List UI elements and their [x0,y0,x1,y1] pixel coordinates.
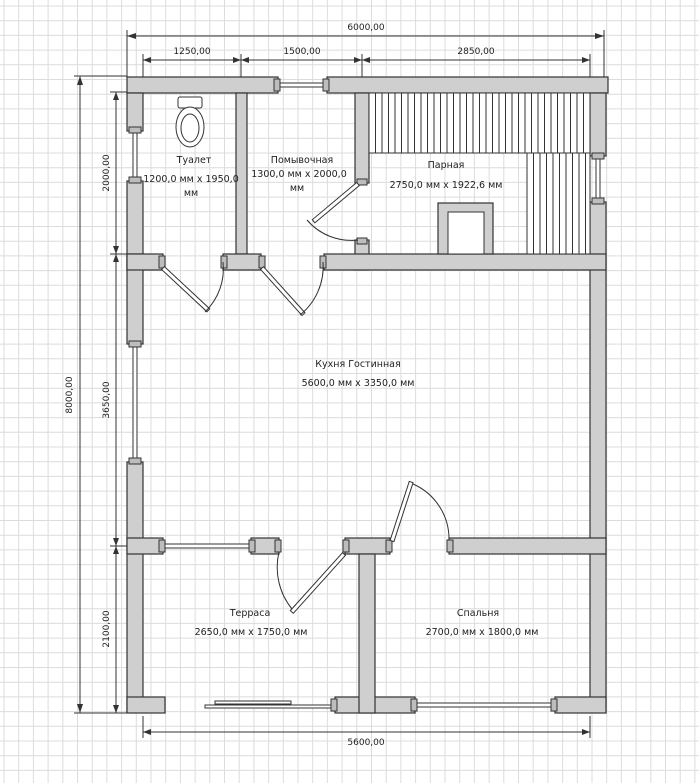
dim-left-total: 8000,00 [65,376,75,413]
washroom-size-unit: мм [290,183,304,194]
dim-bottom-total: 5600,00 [347,738,384,748]
washroom-door [259,261,324,317]
bedroom-name: Спальня [457,608,499,619]
toilet-size-unit: мм [184,188,198,199]
bedroom-door [389,480,450,543]
terrace-door [276,551,347,615]
steam-room-name: Парная [428,160,465,171]
steam-room-size: 2750,0 мм х 1922,6 мм [390,180,503,191]
dim-left-seg2: 3650,00 [102,381,112,418]
dim-left-seg3: 2100,00 [102,610,112,647]
bedroom-size: 2700,0 мм х 1800,0 мм [426,627,539,638]
washroom-size: 1300,0 мм х 2000,0 [251,169,347,180]
dim-top-seg2: 1500,00 [283,47,320,57]
doors [160,181,450,615]
toilet-size: 1200,0 мм х 1950,0 [143,174,239,185]
sauna-benches [368,92,591,255]
dim-left-seg1: 2000,00 [102,154,112,191]
terrace-size: 2650,0 мм х 1750,0 мм [195,627,308,638]
kitchen-name: Кухня Гостинная [315,359,400,370]
dim-top-seg1: 1250,00 [173,47,210,57]
windows [128,78,605,712]
dimension-lines [74,30,605,738]
dim-top-seg3: 2850,00 [457,47,494,57]
washroom-name: Помывочная [271,155,333,166]
toilet-name: Туалет [176,155,212,166]
dim-top-total: 6000,00 [347,23,384,33]
terrace-name: Терраса [229,608,271,619]
toilet-bowl-icon [175,96,205,148]
kitchen-size: 5600,0 мм х 3350,0 мм [302,378,415,389]
steam-door [306,181,360,241]
toilet-door [160,261,224,313]
